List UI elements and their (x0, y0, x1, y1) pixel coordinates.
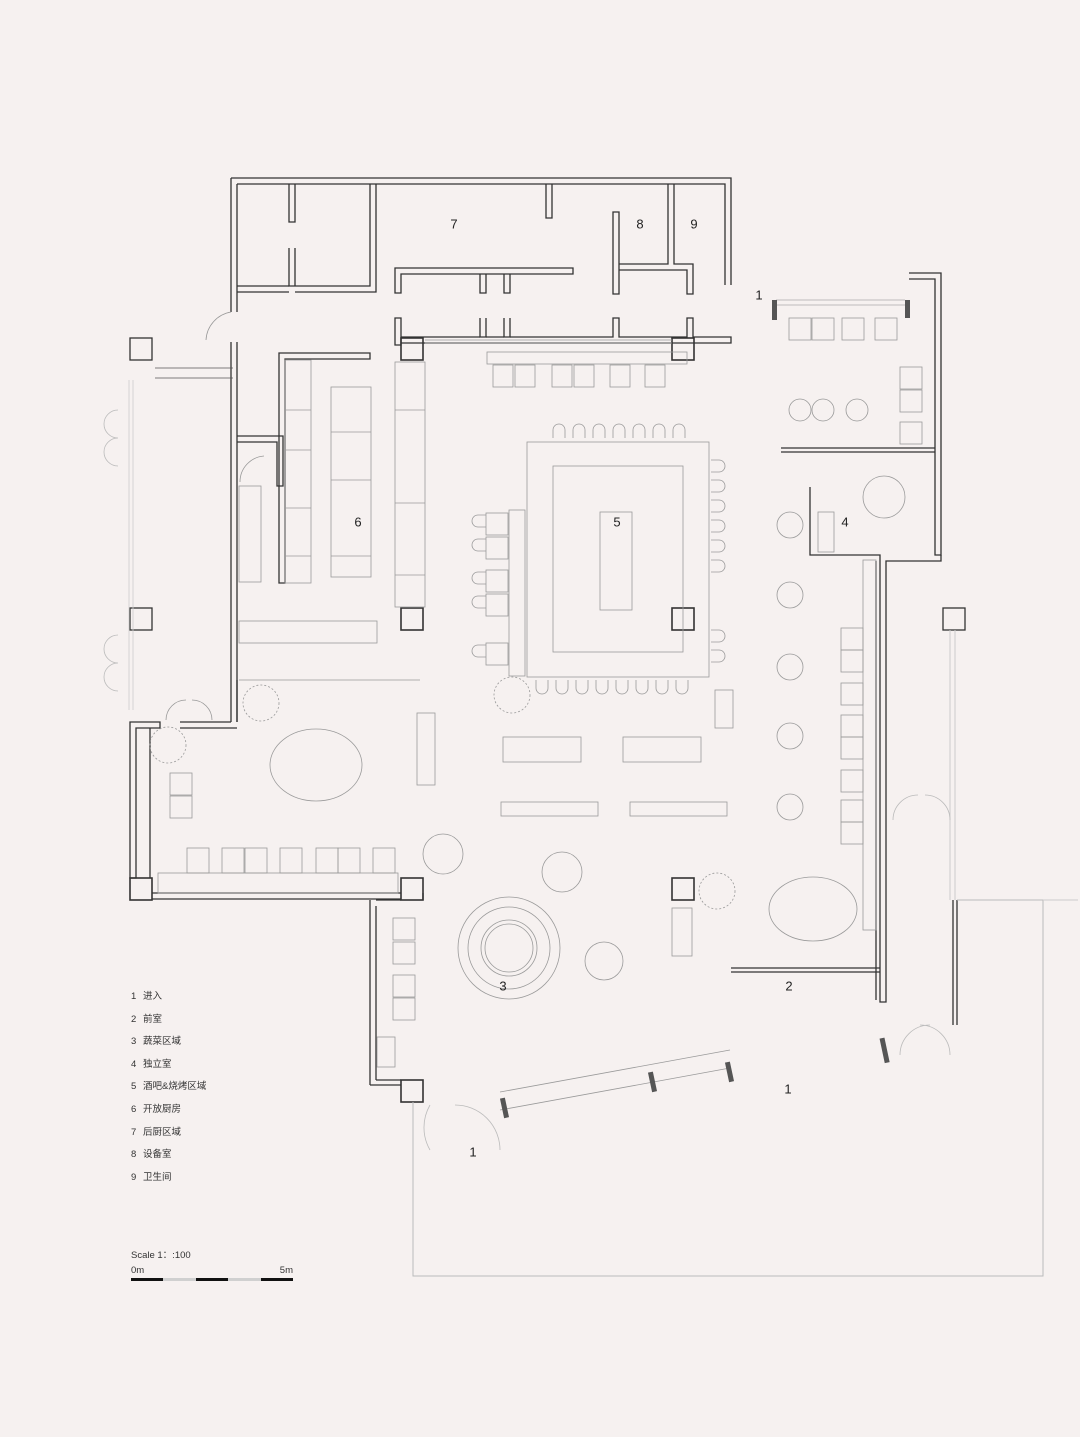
site-boundary (949, 630, 956, 900)
room-label-7: 7 (450, 216, 458, 232)
wall (237, 435, 284, 487)
oval-table-right (768, 876, 858, 942)
exterior-wall (231, 177, 732, 285)
room-label-8: 8 (636, 216, 644, 232)
wall (394, 317, 511, 346)
wall (612, 211, 620, 295)
cross-tables (776, 581, 804, 821)
scale-segment (195, 1278, 229, 1281)
vegetable-island (457, 896, 561, 1000)
column (942, 607, 966, 631)
wall (401, 317, 732, 344)
chairs-top-row (492, 364, 666, 388)
wall (781, 447, 935, 453)
scale-segment (163, 1278, 196, 1281)
wall (278, 352, 371, 584)
room-label-1-north: 1 (755, 287, 763, 303)
room-label-2: 2 (785, 978, 793, 994)
chairs-right-bar (711, 459, 726, 663)
wall (619, 184, 694, 295)
exterior-wall-left (230, 178, 238, 722)
room-label-1-east: 1 (784, 1081, 792, 1097)
plant (242, 684, 280, 722)
plant (149, 726, 187, 764)
wall (909, 272, 942, 556)
column (129, 337, 153, 361)
column (400, 607, 424, 631)
wall (479, 274, 511, 294)
room-label-6: 6 (354, 514, 362, 530)
column (671, 337, 695, 361)
scale-segment (260, 1278, 294, 1281)
booth-seats (840, 627, 864, 845)
wall (394, 267, 574, 294)
scale-segment (131, 1278, 164, 1281)
wall (952, 900, 958, 1025)
chairs-top-bar (552, 423, 686, 438)
oval-table-left (269, 728, 363, 802)
wall (369, 893, 424, 1085)
long-table (622, 736, 702, 763)
plant (493, 676, 531, 714)
wall (370, 1079, 401, 1086)
room-label-4: 4 (841, 514, 849, 530)
column (129, 607, 153, 631)
room-label-9: 9 (690, 216, 698, 232)
column (400, 337, 424, 361)
room-label-3: 3 (499, 978, 507, 994)
stools-left-bar (471, 512, 509, 666)
long-table (502, 736, 582, 763)
wall (180, 680, 238, 729)
round-table-room4 (862, 475, 906, 519)
room-label-1-south: 1 (469, 1144, 477, 1160)
chairs-bottom-bar (535, 680, 689, 695)
room-label-5: 5 (613, 514, 621, 530)
plant (698, 872, 736, 910)
wall (129, 721, 161, 879)
column (400, 877, 424, 901)
scale-segment (228, 1278, 261, 1281)
column (400, 1079, 424, 1103)
wall (152, 892, 401, 900)
scale-title: Scale 1：:100 (131, 1250, 191, 1261)
site-boundary (412, 899, 1044, 1277)
column (129, 877, 153, 901)
wall (809, 487, 942, 1003)
wall (237, 285, 289, 293)
scale-segments (131, 1278, 294, 1281)
wall (731, 967, 880, 973)
scale-end-label: 5m (279, 1265, 293, 1276)
scale-bar: Scale 1：:100 0m 5m (131, 1247, 294, 1281)
wall (288, 184, 377, 293)
scale-start-label: 0m (131, 1265, 145, 1276)
chairs-room-entry (788, 317, 923, 445)
wall (545, 184, 553, 219)
column (671, 877, 695, 901)
